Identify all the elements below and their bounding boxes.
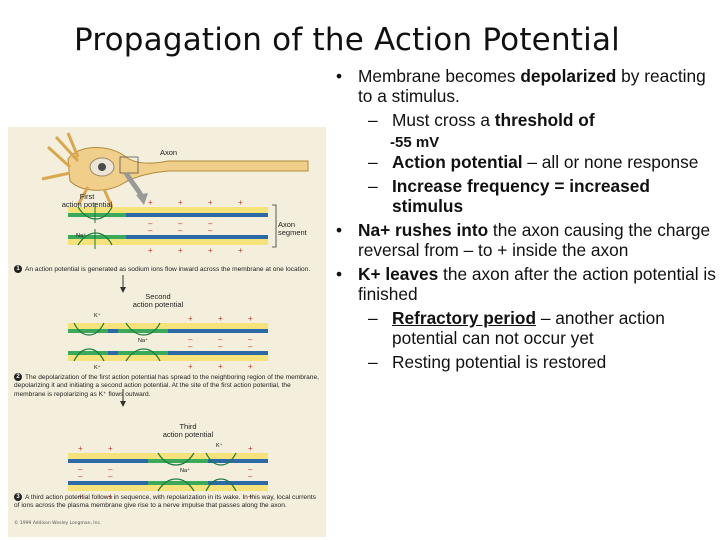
slide-title: Propagation of the Action Potential: [74, 22, 620, 58]
na-ion-label: Na⁺: [180, 468, 190, 474]
svg-text:–: –: [78, 472, 83, 481]
svg-text:+: +: [218, 362, 223, 371]
axon-segment-1: [68, 203, 277, 249]
svg-text:–: –: [218, 335, 223, 344]
svg-text:–: –: [148, 219, 153, 228]
sub-bullet-frequency: – Increase frequency = increased stimulu…: [368, 176, 650, 216]
axon-segment-3: [68, 452, 268, 492]
svg-text:–: –: [78, 465, 83, 474]
third-ap-label: Third action potential: [162, 422, 214, 439]
bullet-k: • K+ leaves the axon after the action po…: [336, 264, 716, 304]
svg-text:–: –: [218, 342, 223, 351]
sub-bullet-resting: – Resting potential is restored: [368, 352, 607, 372]
svg-text:+: +: [178, 246, 183, 255]
svg-text:+: +: [78, 492, 83, 501]
svg-text:+: +: [78, 444, 83, 453]
na-ion-label: Na⁺: [76, 233, 86, 239]
step-number: 1: [14, 265, 22, 273]
svg-text:–: –: [208, 226, 213, 235]
svg-text:–: –: [248, 472, 253, 481]
k-ion-label: K⁺: [94, 313, 101, 319]
second-ap-label: Second action potential: [132, 292, 184, 309]
svg-text:+: +: [188, 362, 193, 371]
figure-drawing: ++++ ++++ ––– ––– +++ +++ ––– ––: [41, 132, 309, 501]
axon-label: Axon: [160, 148, 178, 157]
svg-text:+: +: [188, 314, 193, 323]
svg-text:+: +: [148, 198, 153, 207]
svg-text:–: –: [178, 226, 183, 235]
svg-text:+: +: [248, 444, 253, 453]
charge-signs-2: +++ +++ ––– –––: [188, 314, 253, 371]
threshold-value: -55 mV: [390, 134, 440, 151]
svg-text:+: +: [218, 314, 223, 323]
svg-text:–: –: [108, 472, 113, 481]
copyright: © 1999 Addison Wesley Longman, Inc.: [14, 521, 102, 526]
svg-text:+: +: [248, 492, 253, 501]
na-ion-label: Na⁺: [138, 338, 148, 344]
sub-bullet-refractory: – Refractory period – another action pot…: [368, 308, 665, 348]
svg-text:–: –: [248, 335, 253, 344]
svg-text:+: +: [148, 246, 153, 255]
bullet-list: • Membrane becomes depolarized by reacti…: [328, 66, 718, 372]
svg-text:+: +: [108, 492, 113, 501]
neuron-icon: [41, 132, 309, 208]
axon-segment-2: [68, 322, 268, 362]
svg-text:+: +: [238, 246, 243, 255]
bullet-na: • Na+ rushes into the axon causing the c…: [336, 220, 711, 260]
svg-text:+: +: [248, 362, 253, 371]
charge-signs-3: +++ +++ ––– –––: [78, 444, 253, 501]
svg-text:+: +: [238, 198, 243, 207]
first-ap-label: First action potential: [61, 192, 113, 209]
svg-text:+: +: [178, 198, 183, 207]
bullet-depolarized: • Membrane becomes depolarized by reacti…: [336, 66, 706, 106]
action-potential-figure: ++++ ++++ ––– ––– +++ +++ ––– ––: [8, 127, 326, 537]
svg-text:–: –: [148, 226, 153, 235]
svg-text:–: –: [108, 465, 113, 474]
svg-text:–: –: [248, 342, 253, 351]
svg-text:–: –: [188, 342, 193, 351]
axon-segment-label: Axon segment: [278, 220, 307, 237]
svg-text:+: +: [248, 314, 253, 323]
svg-text:+: +: [108, 444, 113, 453]
svg-text:–: –: [188, 335, 193, 344]
svg-text:–: –: [208, 219, 213, 228]
svg-text:+: +: [208, 246, 213, 255]
svg-text:–: –: [248, 465, 253, 474]
k-ion-label: K⁺: [216, 443, 223, 449]
step-number: 3: [14, 493, 22, 501]
sub-bullet-threshold: – Must cross a threshold of: [368, 110, 595, 130]
step-number: 2: [14, 373, 22, 381]
k-ion-label: K⁺: [94, 365, 101, 371]
svg-text:–: –: [178, 219, 183, 228]
sub-bullet-action-potential: – Action potential – all or none respons…: [368, 152, 699, 172]
svg-text:+: +: [208, 198, 213, 207]
charge-signs-1: ++++ ++++ ––– –––: [148, 198, 243, 255]
